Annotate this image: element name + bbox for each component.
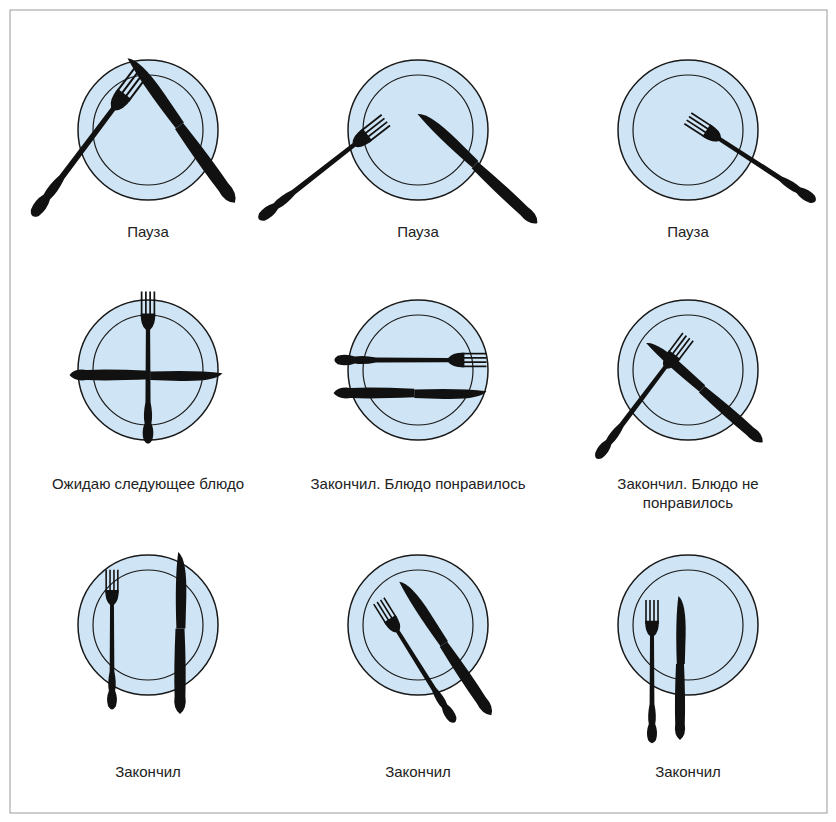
- knife: [334, 388, 487, 399]
- caption: Пауза: [33, 222, 263, 241]
- fork: [254, 114, 390, 225]
- knife: [644, 337, 767, 446]
- plate: [618, 60, 758, 200]
- fork: [684, 112, 820, 207]
- fork: [334, 353, 486, 368]
- caption: Закончил: [33, 762, 263, 781]
- caption: Закончил: [303, 762, 533, 781]
- fork: [26, 68, 147, 221]
- knife: [174, 552, 186, 714]
- caption: Закончил: [573, 762, 803, 781]
- caption: Закончил. Блюдо понравилось: [303, 474, 533, 493]
- plate: [618, 555, 758, 695]
- caption: Ожидаю следующее блюдо: [33, 474, 263, 493]
- caption: Закончил. Блюдо не понравилось: [573, 474, 803, 512]
- fork: [373, 597, 460, 726]
- knife: [70, 370, 223, 381]
- knife: [415, 108, 542, 227]
- fork: [105, 570, 118, 710]
- knife: [124, 53, 241, 207]
- caption: Пауза: [573, 222, 803, 241]
- knife: [675, 596, 686, 740]
- caption: Пауза: [303, 222, 533, 241]
- knife: [396, 577, 497, 718]
- fork: [591, 333, 694, 463]
- plate: [348, 300, 488, 440]
- fork: [141, 292, 156, 444]
- frame: [10, 10, 827, 813]
- plate: [78, 555, 218, 695]
- fork: [645, 600, 659, 743]
